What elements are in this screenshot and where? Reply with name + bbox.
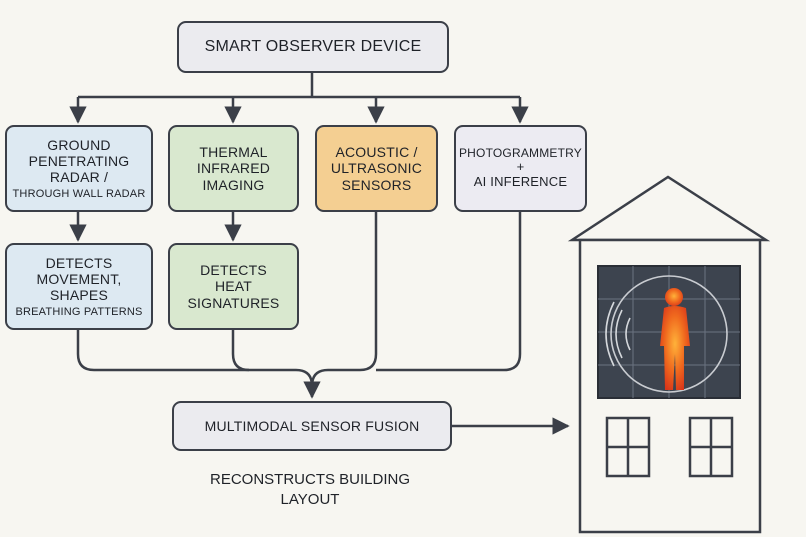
detection-connectors [69,212,242,242]
sensor-line: ACOUSTIC / [335,144,418,161]
sensor-line: AI INFERENCE [473,174,568,190]
reconstruction-caption: RECONSTRUCTS BUILDING LAYOUT [170,470,450,509]
sensor-line: GROUND [47,136,111,153]
house-window-right [688,416,734,478]
fusion-text: MULTIMODAL SENSOR FUSION [204,417,420,434]
sensor-line: + [516,159,525,175]
sensor-box-acoustic: ACOUSTIC / ULTRASONIC SENSORS [315,125,438,212]
sensor-line: ULTRASONIC [330,160,423,177]
sensor-line: PENETRATING [28,152,130,169]
detection-box-heat: DETECTS HEAT SIGNATURES [168,243,299,330]
sensor-line: PHOTOGRAMMETRY [458,145,583,160]
detection-line: SIGNATURES [187,294,280,311]
sensor-box-radar: GROUND PENETRATING RADAR / THROUGH WALL … [5,125,153,212]
title-text: SMART OBSERVER DEVICE [204,37,422,55]
detection-line: MOVEMENT, [36,270,122,287]
sensor-box-photogrammetry: PHOTOGRAMMETRY + AI INFERENCE [454,125,587,212]
title-connectors [69,73,529,124]
signal-wave-icon [605,301,631,367]
detection-line: BREATHING PATTERNS [15,305,143,318]
house-illustration [567,175,771,534]
sensor-line: THERMAL [199,144,268,161]
sensor-line: IMAGING [202,176,265,193]
fusion-box: MULTIMODAL SENSOR FUSION [172,401,452,451]
caption-line: LAYOUT [280,490,340,508]
detection-line: DETECTS [45,254,113,271]
thermal-human-figure [660,288,690,390]
house-window-left [605,416,651,478]
detection-box-movement: DETECTS MOVEMENT, SHAPES BREATHING PATTE… [5,243,153,330]
fusion-connectors [76,212,570,435]
scan-ring [610,275,728,393]
house-roof [567,175,771,242]
sensor-line: RADAR / [49,168,109,185]
detection-line: SHAPES [50,286,108,303]
title-box: SMART OBSERVER DEVICE [177,21,449,73]
sensor-line: SENSORS [341,176,412,193]
detection-line: DETECTS [200,262,267,279]
detection-line: HEAT [214,278,253,295]
sensor-line: INFRARED [196,160,271,177]
sensor-box-thermal: THERMAL INFRARED IMAGING [168,125,299,212]
thermal-scan-window [597,265,741,399]
sensor-line: THROUGH WALL RADAR [12,187,146,200]
caption-line: RECONSTRUCTS BUILDING [209,471,411,488]
